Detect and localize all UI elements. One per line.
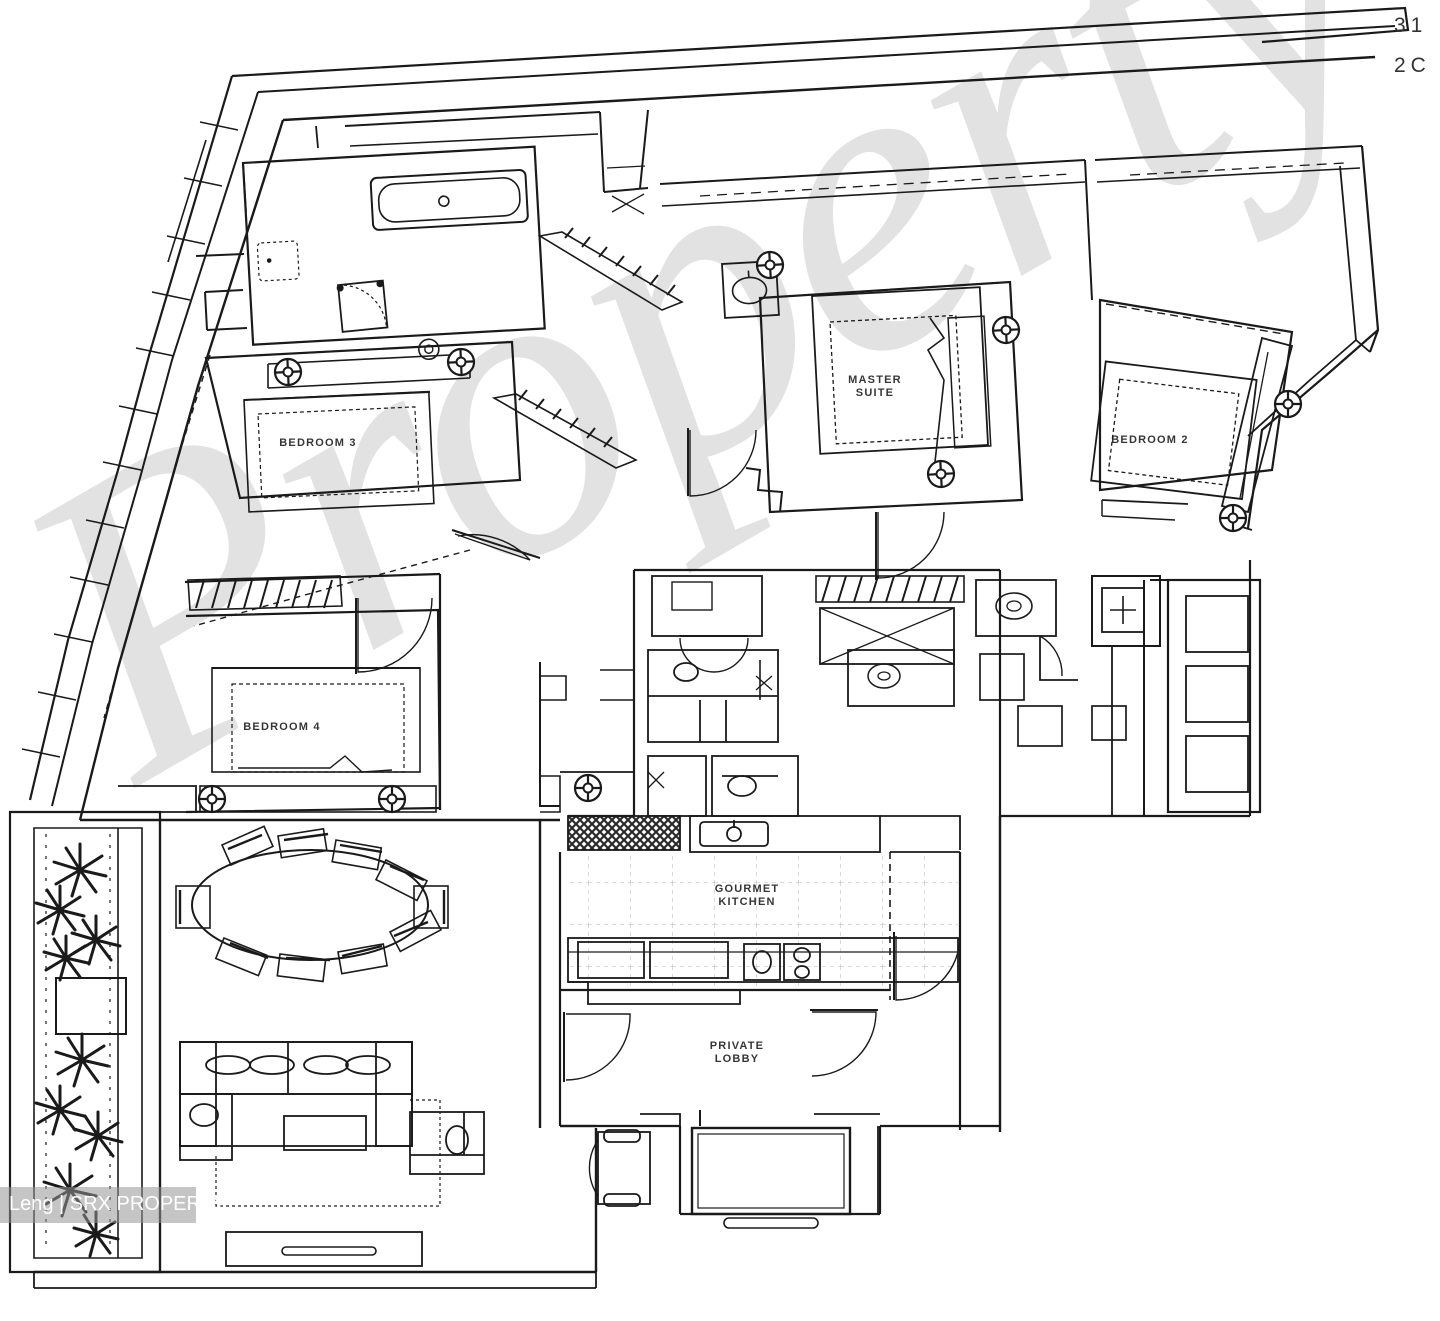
srx-watermark-bar: Leng | SRX PROPERTY [0,1187,226,1223]
srx-watermark-label: Leng | SRX PROPERTY [9,1193,227,1215]
corner-code-line-1: 31 [1394,14,1428,37]
corner-code-line-2: 2C [1394,53,1431,77]
corner-code: 31 2C [1394,6,1440,86]
